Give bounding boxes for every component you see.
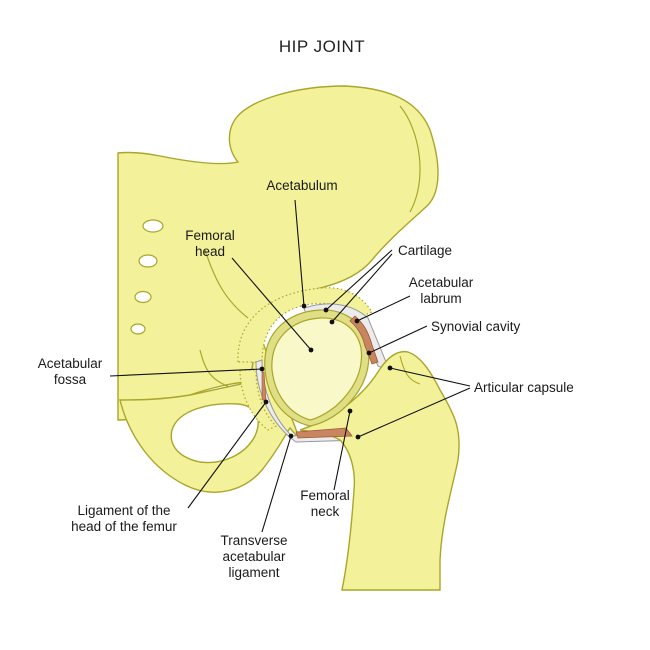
- label-acetabular-labrum-line1: Acetabular: [409, 275, 474, 290]
- label-femoral-neck-line2: neck: [311, 504, 340, 519]
- obturator-foramen: [170, 403, 259, 464]
- sacral-foramen: [142, 219, 164, 233]
- label-femoral-head-line2: head: [195, 244, 225, 259]
- acetabulum-socket: [237, 287, 373, 431]
- label-femoral-head-line1: Femoral: [185, 228, 235, 243]
- label-cartilage: Cartilage: [398, 243, 452, 258]
- label-acetabular-fossa-line1: Acetabular: [38, 356, 103, 371]
- label-ligament-head-line1: Ligament of the: [77, 503, 170, 518]
- sacral-foramen: [138, 254, 158, 268]
- sacral-foramen: [130, 323, 146, 335]
- label-acetabular-fossa-line2: fossa: [54, 372, 87, 387]
- label-acetabular-labrum-line2: labrum: [420, 291, 461, 306]
- label-femoral-neck-line1: Femoral: [300, 488, 350, 503]
- label-transverse-line3: ligament: [228, 565, 279, 580]
- leader-lines: [109, 199, 471, 533]
- diagram-title: HIP JOINT: [279, 37, 365, 56]
- label-synovial-cavity: Synovial cavity: [431, 319, 521, 334]
- label-articular-capsule: Articular capsule: [474, 380, 574, 395]
- label-transverse-line1: Transverse: [220, 533, 287, 548]
- labels: Acetabulum Femoral head Cartilage Acetab…: [38, 178, 574, 580]
- femoral-head: [264, 309, 370, 427]
- label-transverse-line2: acetabular: [222, 549, 286, 564]
- pelvis-bone: [117, 85, 439, 421]
- label-acetabulum: Acetabulum: [266, 178, 337, 193]
- label-ligament-head-line2: head of the femur: [71, 519, 177, 534]
- sacral-foramen: [134, 290, 152, 304]
